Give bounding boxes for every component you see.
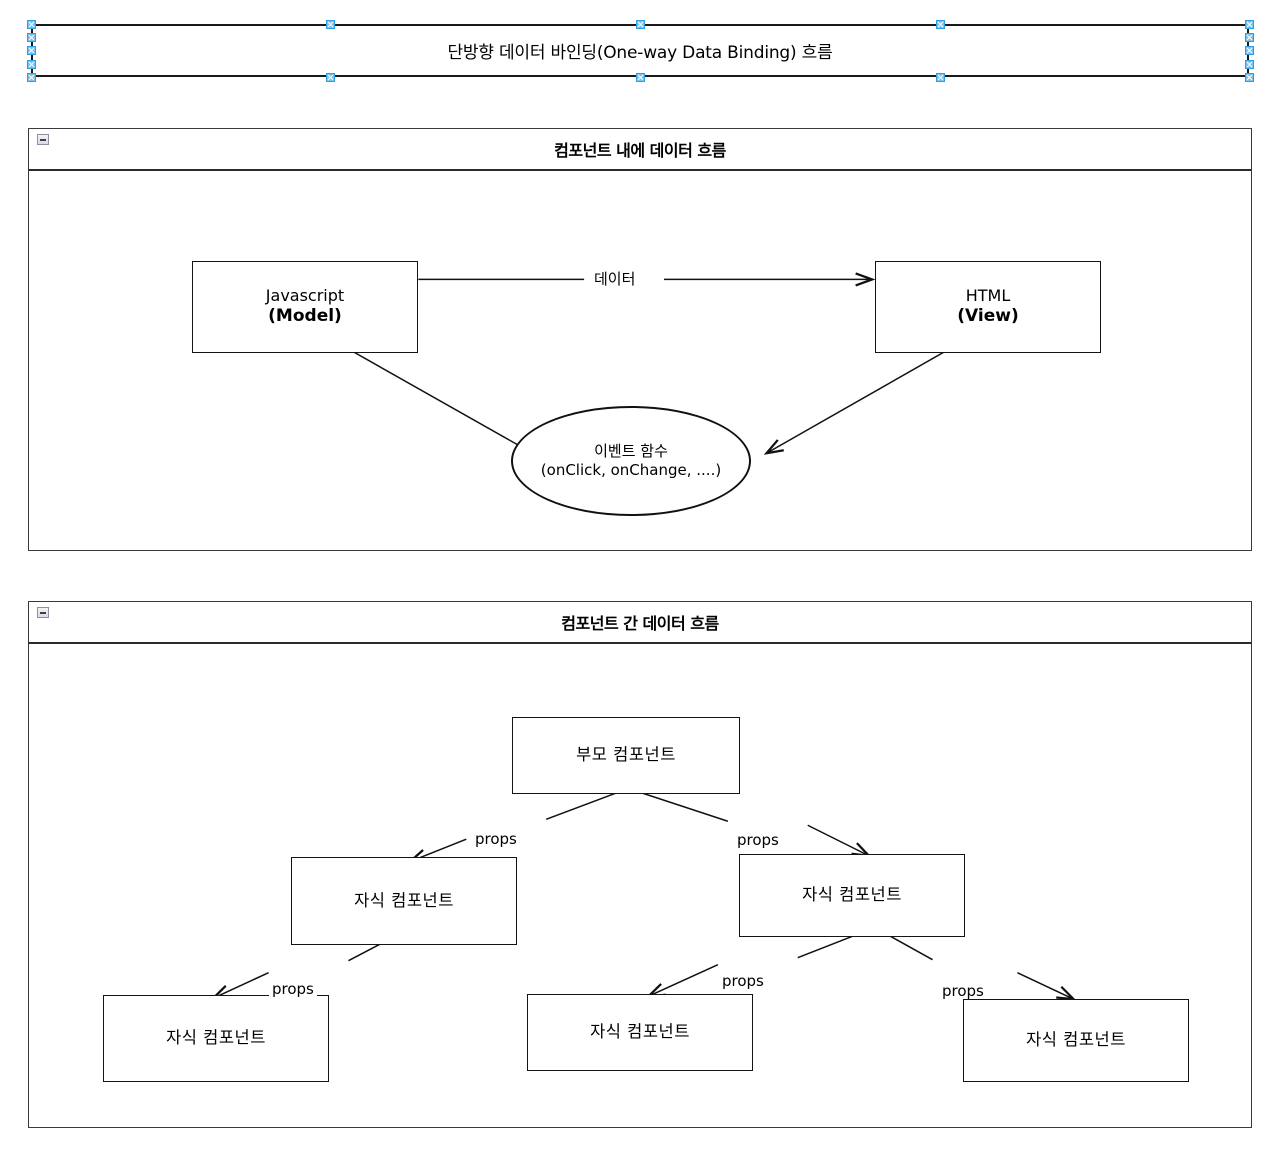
node-model-line1: Javascript [265,286,345,306]
node-child-left-label: 자식 컴포넌트 [354,890,454,910]
minimize-icon[interactable] [37,607,49,618]
node-parent-label: 부모 컴포넌트 [576,745,676,765]
page-title: 단방향 데이터 바인딩(One-way Data Binding) 흐름 [447,43,833,63]
node-event-handler-line2: (onClick, onChange, ....) [540,461,722,479]
node-child-bottom-3[interactable]: 자식 컴포넌트 [963,999,1189,1082]
selection-handle-w-upper[interactable] [26,32,36,42]
edge-label-props-parent-right: props [734,833,782,848]
panel-header-between: 컴포넌트 간 데이터 흐름 [29,602,1251,644]
selection-handle-n-right[interactable] [935,19,945,29]
node-event-handler[interactable]: 이벤트 함수 (onClick, onChange, ....) [511,406,751,516]
node-event-handler-line1: 이벤트 함수 [594,441,668,460]
panel-title-inner: 컴포넌트 내에 데이터 흐름 [554,141,726,160]
panel-inner-component-flow: 컴포넌트 내에 데이터 흐름 Javascript (Model) [28,128,1252,551]
node-child-right[interactable]: 자식 컴포넌트 [739,854,965,937]
node-model[interactable]: Javascript (Model) [192,261,418,353]
selection-handle-n[interactable] [635,19,645,29]
selection-handle-s-left[interactable] [325,72,335,82]
node-child-left[interactable]: 자식 컴포넌트 [291,857,517,945]
edge-label-props-right-bottom2: props [719,974,767,989]
title-banner[interactable]: 단방향 데이터 바인딩(One-way Data Binding) 흐름 [31,24,1249,77]
selection-handle-se[interactable] [1244,72,1254,82]
selection-handle-s-right[interactable] [935,72,945,82]
edge-label-props-left-bottom1: props [269,982,317,997]
node-view[interactable]: HTML (View) [875,261,1101,353]
selection-handle-n-left[interactable] [325,19,335,29]
selection-handle-w[interactable] [26,46,36,55]
panel-between-component-flow: 컴포넌트 간 데이터 흐름 [28,601,1252,1128]
node-child-bottom-3-label: 자식 컴포넌트 [1026,1030,1126,1050]
panel-body-inner: Javascript (Model) HTML (View) 이벤트 함수 (o… [29,171,1251,550]
selection-handle-ne[interactable] [1244,19,1254,29]
selection-handle-e[interactable] [1244,46,1254,55]
node-child-bottom-1[interactable]: 자식 컴포넌트 [103,995,329,1082]
selection-handle-e-upper[interactable] [1244,32,1254,42]
node-view-line1: HTML [965,286,1011,306]
panel-title-between: 컴포넌트 간 데이터 흐름 [561,614,719,633]
panel-header-inner: 컴포넌트 내에 데이터 흐름 [29,129,1251,171]
selection-handle-sw[interactable] [26,72,36,82]
selection-handle-nw[interactable] [26,19,36,29]
node-parent[interactable]: 부모 컴포넌트 [512,717,740,794]
selection-handle-s[interactable] [635,72,645,82]
edge-label-data: 데이터 [591,272,639,287]
panel-body-between: 부모 컴포넌트 자식 컴포넌트 자식 컴포넌트 자식 컴포넌트 자식 컴포넌트 … [29,644,1251,1127]
node-child-bottom-2[interactable]: 자식 컴포넌트 [527,994,753,1071]
node-child-bottom-2-label: 자식 컴포넌트 [590,1022,690,1042]
node-model-line2: (Model) [268,306,342,327]
minimize-icon[interactable] [37,134,49,145]
node-view-line2: (View) [957,306,1019,327]
selection-handle-w-lower[interactable] [26,59,36,69]
node-child-bottom-1-label: 자식 컴포넌트 [166,1028,266,1048]
edge-label-props-parent-left: props [472,832,520,847]
edge-label-props-right-bottom3: props [939,984,987,999]
selection-handle-e-lower[interactable] [1244,59,1254,69]
node-child-right-label: 자식 컴포넌트 [802,885,902,905]
